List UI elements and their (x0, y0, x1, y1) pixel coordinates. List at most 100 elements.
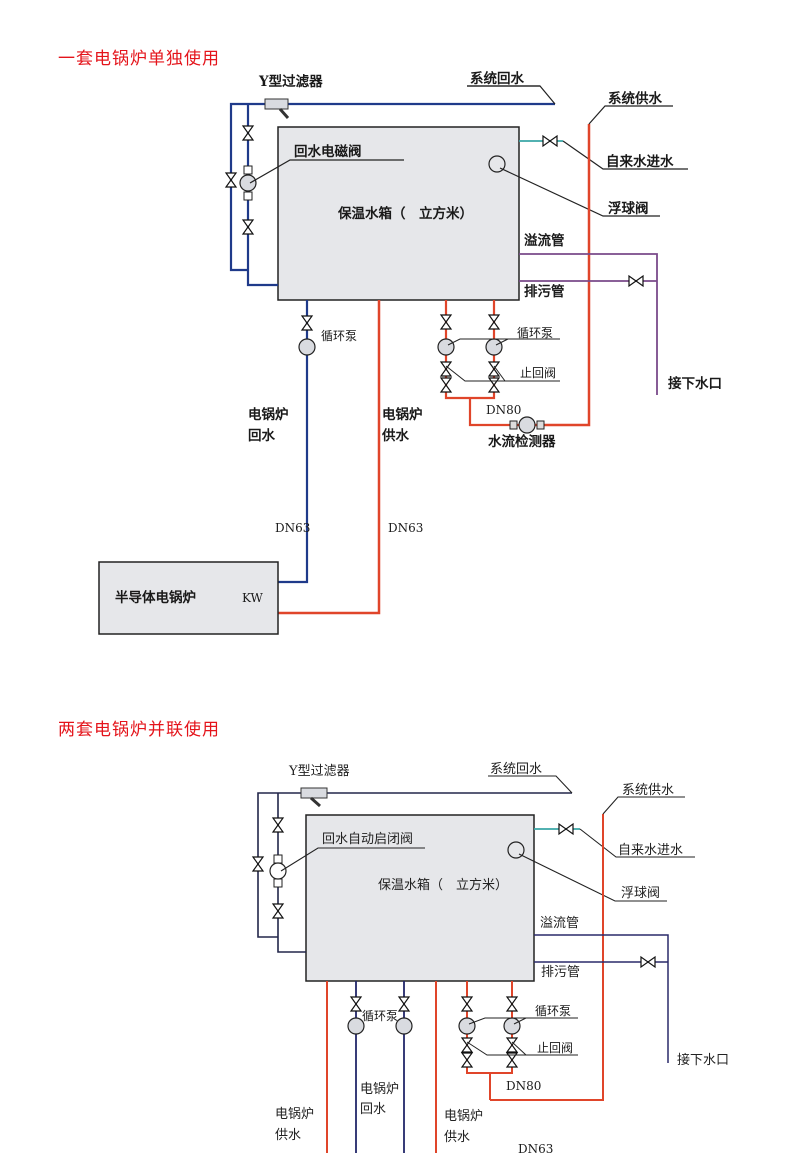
float-valve-leader (499, 167, 660, 217)
system-supply-leader (602, 796, 685, 815)
circulation-pump-icon (503, 1017, 521, 1035)
pump-leader (495, 338, 509, 346)
pump-leader (447, 338, 560, 346)
system-supply-leader (588, 105, 673, 125)
gate-valve-icon (488, 377, 500, 393)
boiler-kw-label: KW (242, 591, 264, 605)
gate-valve-icon (440, 314, 452, 330)
gate-valve-icon (272, 817, 284, 833)
pump-label-left: 循环泵 (362, 1009, 398, 1023)
tap-water-label: 自来水进水 (606, 153, 674, 170)
boiler-return-label-1: 电锅炉 (360, 1081, 399, 1097)
gate-valve-icon (461, 996, 473, 1012)
boiler-return-pipe (278, 300, 309, 584)
check-valve-icon (488, 361, 500, 377)
diagram-2-title: 两套电锅炉并联使用 (58, 720, 220, 740)
pump-label-right: 循环泵 (535, 1004, 571, 1018)
drain-valve-icon (628, 275, 644, 287)
circulation-pump-icon (437, 338, 455, 356)
drain-label: 排污管 (524, 283, 565, 300)
gate-valve-icon (301, 315, 313, 331)
system-supply-label: 系统供水 (608, 90, 662, 107)
floor-drain-label: 接下水口 (677, 1052, 729, 1068)
boiler-supply-right-label-1: 电锅炉 (444, 1108, 483, 1124)
flow-detector-icon (509, 416, 545, 434)
y-filter-icon (264, 98, 290, 119)
tank-label: 保温水箱（ 立方米） (337, 205, 473, 222)
auto-valve-icon (269, 854, 287, 888)
y-filter-icon (300, 787, 328, 808)
circulation-pump-icon (347, 1017, 365, 1035)
system-supply-pipe (490, 814, 604, 1101)
float-valve-label: 浮球阀 (621, 886, 660, 901)
pump-label-right: 循环泵 (517, 326, 553, 340)
system-supply-label: 系统供水 (622, 783, 674, 798)
dn63-label: DN63 (518, 1142, 553, 1153)
solenoid-valve-icon (239, 165, 257, 201)
solenoid-leader (249, 159, 404, 184)
boiler-supply-left-label-2: 供水 (275, 1128, 301, 1143)
gate-valve-icon (242, 125, 254, 141)
boiler-return-label-2: 回水 (360, 1102, 386, 1117)
auto-valve-leader (280, 847, 425, 872)
gate-valve-icon (440, 377, 452, 393)
boiler-supply-right-label-2: 供水 (444, 1130, 470, 1145)
floor-drain-label: 接下水口 (668, 375, 722, 392)
float-valve-icon (488, 155, 506, 173)
circulation-pump-icon (395, 1017, 413, 1035)
dn63-supply-label: DN63 (388, 521, 423, 535)
system-return-leader (488, 775, 573, 794)
drain-valve-icon (640, 956, 656, 968)
boiler-box (98, 561, 279, 635)
boiler-supply-label-1: 电锅炉 (382, 406, 423, 423)
check-valve-icon (461, 1037, 473, 1053)
circulation-pump-icon (458, 1017, 476, 1035)
tank-label: 保温水箱（ 立方米） (378, 877, 508, 893)
tap-water-label: 自来水进水 (618, 843, 683, 858)
system-return-leader (467, 85, 556, 105)
gate-valve-icon (242, 219, 254, 235)
circulation-pump-icon (485, 338, 503, 356)
system-return-label: 系统回水 (490, 762, 542, 777)
check-valve-label: 止回阀 (520, 366, 556, 380)
boiler-supply-label-2: 供水 (381, 427, 409, 444)
gate-valve-icon (350, 996, 362, 1012)
tap-water-valve-icon (558, 823, 574, 835)
boiler-return-pipes (355, 981, 405, 1153)
pump-leader (513, 1017, 527, 1025)
tap-water-leader (562, 140, 688, 170)
gate-valve-icon (506, 996, 518, 1012)
overflow-label: 溢流管 (524, 232, 565, 249)
overflow-label: 溢流管 (540, 916, 579, 931)
gate-valve-icon (398, 996, 410, 1012)
check-valve-label: 止回阀 (537, 1041, 573, 1055)
float-valve-icon (507, 841, 525, 859)
gate-valve-icon (488, 314, 500, 330)
check-valve-leader (511, 1041, 527, 1056)
drain-label: 排污管 (541, 965, 580, 980)
y-filter-label: Y型过滤器 (288, 764, 350, 779)
check-valve-leader (493, 365, 506, 382)
flow-detector-label: 水流检测器 (488, 433, 556, 450)
insulated-tank (305, 814, 535, 982)
diagram-1-title: 一套电锅炉单独使用 (58, 49, 220, 69)
gate-valve-icon (225, 172, 237, 188)
boiler-name-label: 半导体电锅炉 (115, 589, 196, 606)
circulation-pump-icon (298, 338, 316, 356)
gate-valve-icon (252, 856, 264, 872)
tap-water-valve-icon (542, 135, 558, 147)
boiler-supply-pipe (278, 300, 381, 615)
diagram-1: Y型过滤器 系统回水 系统供水 回水电磁阀 自来水进水 保温水箱（ 立方米） 浮… (98, 70, 722, 635)
diagram-2: Y型过滤器 系统回水 系统供水 回水自动启闭阀 自来水进水 保温水箱（ 立方米）… (252, 762, 729, 1153)
gate-valve-icon (461, 1052, 473, 1068)
pump-label-left: 循环泵 (321, 329, 357, 343)
dn63-return-label: DN63 (275, 521, 310, 535)
gate-valve-icon (272, 903, 284, 919)
auto-valve-label: 回水自动启闭阀 (322, 832, 413, 847)
system-return-label: 系统回水 (470, 70, 524, 87)
boiler-return-label-2: 回水 (248, 427, 275, 444)
y-filter-label: Y型过滤器 (258, 73, 323, 90)
check-valve-leader (445, 365, 560, 382)
solenoid-valve-label: 回水电磁阀 (294, 143, 362, 160)
